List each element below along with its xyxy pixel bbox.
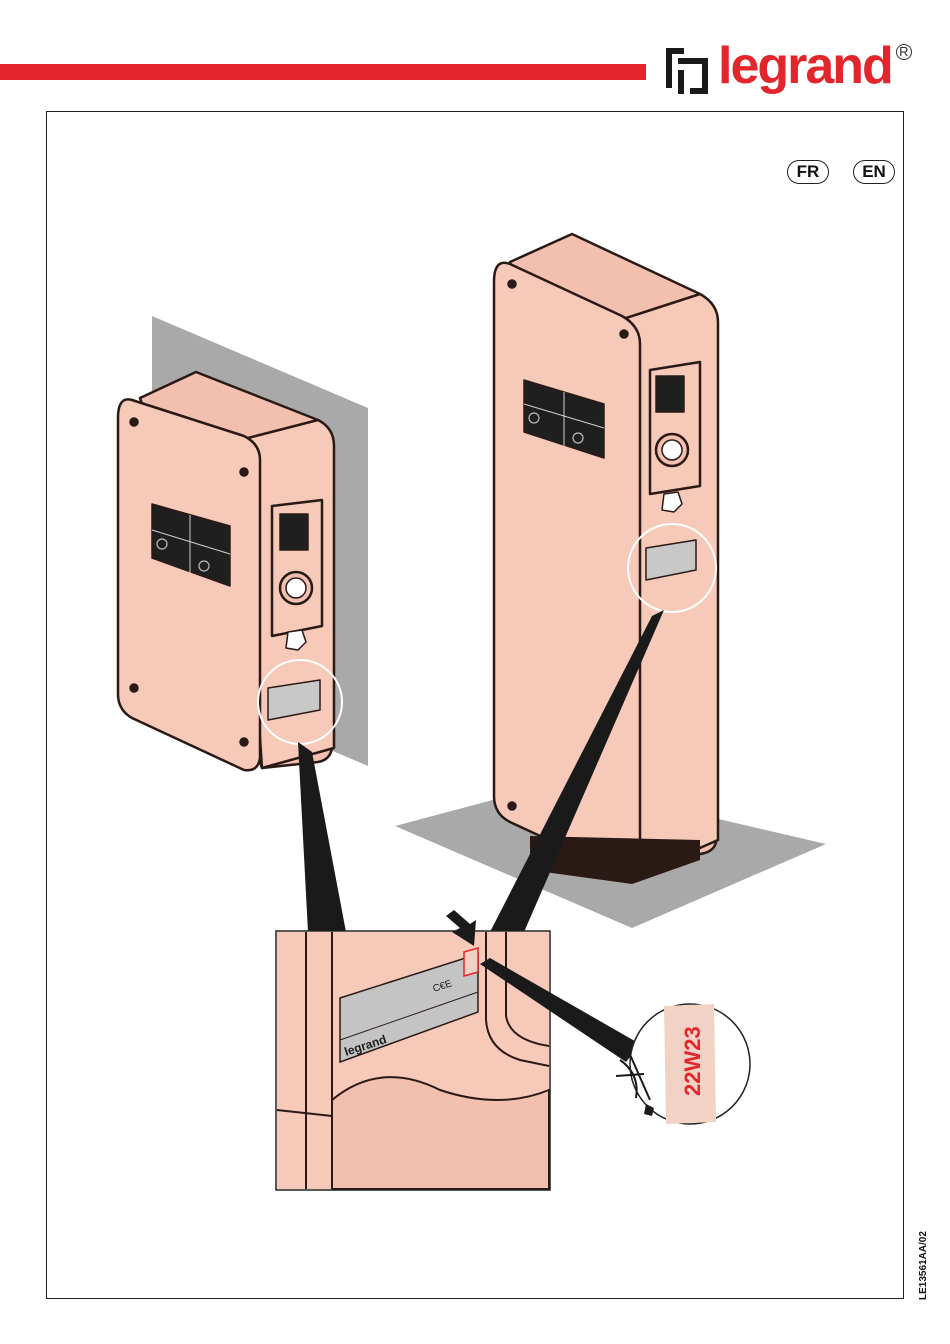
pedestal-charger — [494, 234, 718, 884]
wall-charger — [118, 372, 334, 770]
date-code-text: 22W23 — [680, 1026, 705, 1096]
label-detail-box — [276, 910, 640, 1190]
leader-beam-wall — [298, 742, 346, 932]
document-code: LE13561AA/02 — [918, 1231, 929, 1300]
